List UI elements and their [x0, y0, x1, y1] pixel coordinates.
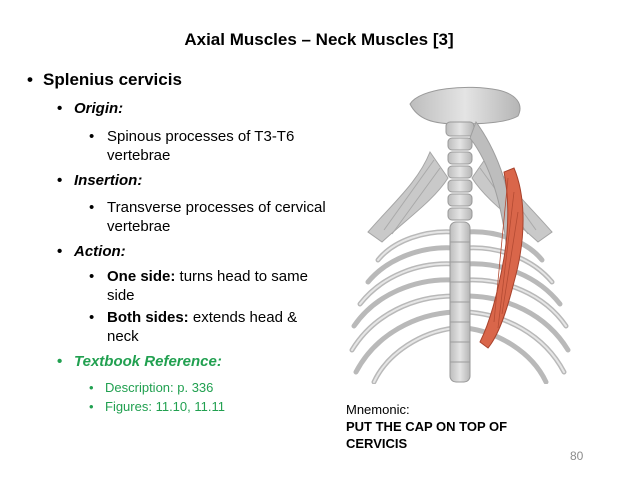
bullet-marker: •: [57, 100, 63, 117]
page-number: 80: [570, 449, 584, 463]
textbook-label: Textbook Reference:: [74, 353, 222, 370]
textbook-heading: • Textbook Reference:: [57, 353, 222, 370]
insertion-heading: • Insertion:: [57, 172, 142, 189]
textbook-description: Description: p. 336: [105, 380, 214, 395]
bullet-marker: •: [89, 309, 95, 326]
main-bullet-text: Splenius cervicis: [43, 70, 182, 89]
insertion-text: Transverse processes of cervical vertebr…: [107, 199, 326, 235]
action-both-sides-item: • Both sides: extends head & neck: [89, 308, 329, 346]
origin-label: Origin:: [74, 100, 124, 117]
insertion-label: Insertion:: [74, 172, 143, 189]
anatomy-figure: [349, 86, 571, 384]
vertebral-column: [445, 121, 475, 383]
action-heading: • Action:: [57, 243, 126, 260]
bullet-marker: •: [89, 380, 94, 395]
main-bullet: • Splenius cervicis: [27, 70, 182, 90]
slide-title: Axial Muscles – Neck Muscles [3]: [184, 30, 454, 49]
bullet-marker: •: [57, 172, 63, 189]
action-one-side-item: • One side: turns head to same side: [89, 267, 329, 305]
bullet-marker: •: [89, 268, 95, 285]
mnemonic-label: Mnemonic:: [346, 402, 410, 417]
origin-text: Spinous processes of T3-T6 vertebrae: [107, 128, 295, 164]
origin-heading: • Origin:: [57, 100, 123, 117]
mnemonic-box: Mnemonic: PUT THE CAP ON TOP OF CERVICIS: [346, 401, 546, 452]
insertion-item: • Transverse processes of cervical verte…: [89, 198, 329, 236]
bullet-marker: •: [89, 399, 94, 414]
action-both-sides-label: Both sides:: [107, 309, 189, 326]
textbook-figures-item: • Figures: 11.10, 11.11: [89, 399, 225, 414]
bullet-marker: •: [89, 199, 95, 216]
bullet-marker: •: [57, 353, 63, 370]
bullet-marker: •: [27, 70, 33, 89]
action-both-sides-text: extends head & neck: [107, 309, 298, 345]
mnemonic-text: PUT THE CAP ON TOP OF CERVICIS: [346, 419, 508, 451]
bullet-marker: •: [57, 243, 63, 260]
textbook-figures: Figures: 11.10, 11.11: [105, 399, 225, 414]
origin-item: • Spinous processes of T3-T6 vertebrae: [89, 127, 329, 165]
action-label: Action:: [74, 243, 126, 260]
skull-base: [409, 86, 521, 125]
action-one-side-text: turns head to same side: [107, 268, 308, 304]
textbook-description-item: • Description: p. 336: [89, 380, 213, 395]
splenius-cervicis-muscle: [479, 167, 524, 349]
bullet-marker: •: [89, 128, 95, 145]
action-one-side-label: One side:: [107, 268, 176, 285]
